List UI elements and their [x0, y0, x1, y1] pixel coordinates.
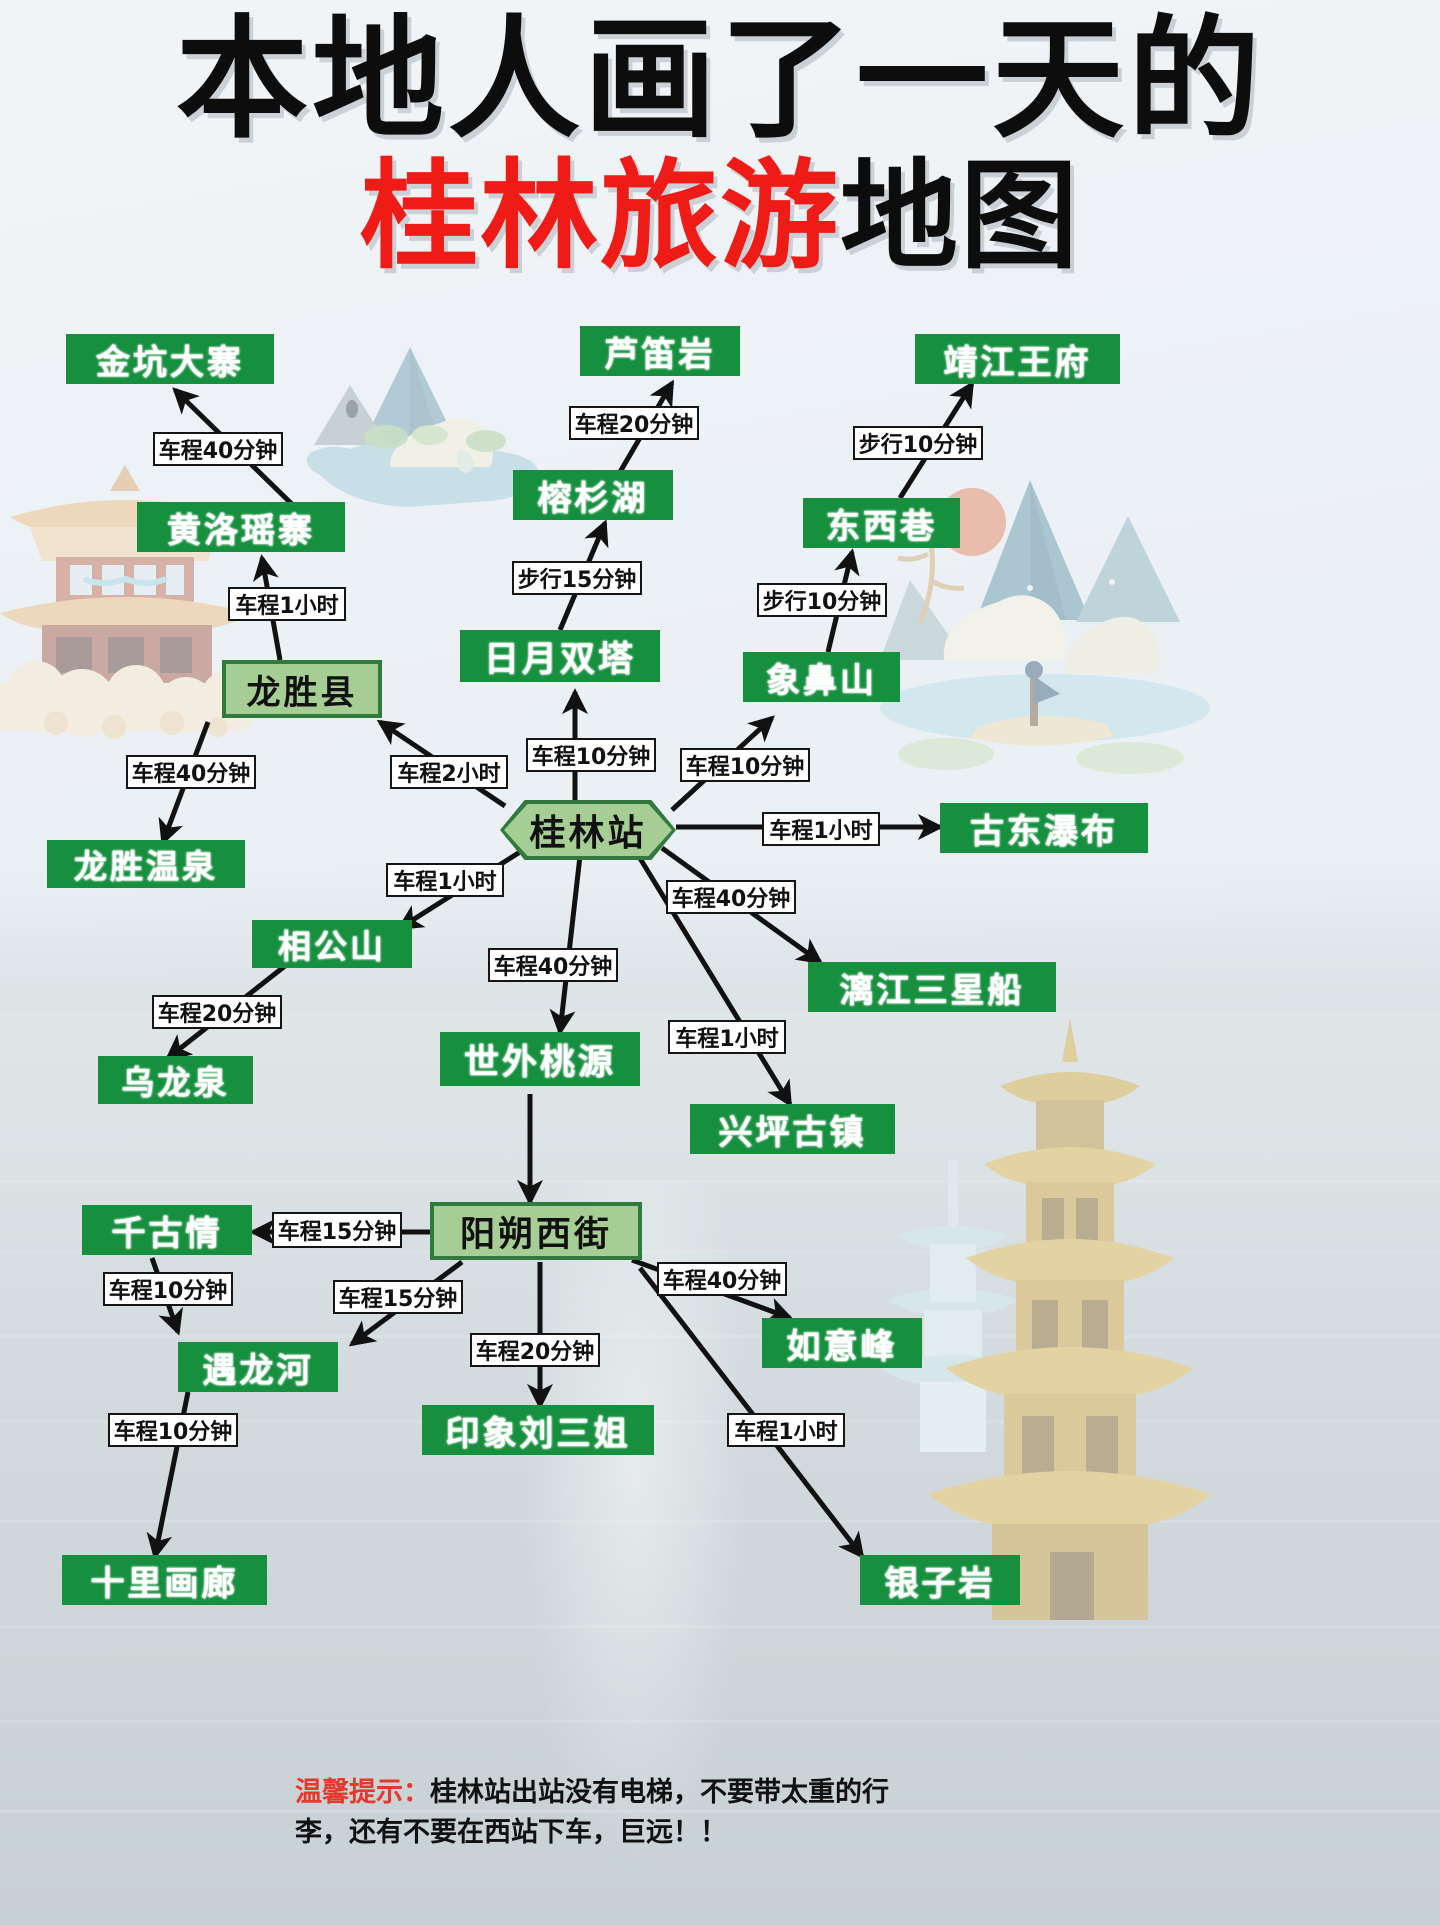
node-guilin-station-label: 桂林站 [529, 813, 647, 854]
edge-label-station-to-riyue: 车程10分钟 [526, 738, 656, 772]
node-yangshuo-west-street-label: 阳朔西街 [459, 1214, 612, 1255]
node-huangluo-yaozhai[interactable]: 黄洛瑶寨 [137, 502, 345, 552]
edge-label-riyue-to-rongshanhu: 步行15分钟 [512, 561, 642, 595]
node-yinziyan[interactable]: 银子岩 [860, 1555, 1020, 1605]
node-xiangbishan[interactable]: 象鼻山 [743, 652, 900, 702]
edge-label-station-to-xianggong: 车程1小时 [386, 863, 504, 897]
node-guilin-station[interactable]: 桂林站 [500, 800, 676, 860]
node-yulonghe[interactable]: 遇龙河 [178, 1342, 338, 1392]
edge-label-xianggong-to-wulong: 车程20分钟 [152, 995, 282, 1029]
node-wulongquan[interactable]: 乌龙泉 [98, 1056, 253, 1104]
warning-tip: 温馨提示：桂林站出站没有电梯，不要带太重的行李，还有不要在西站下车，巨远！！ [295, 1773, 935, 1853]
node-shiwaitaoyuan[interactable]: 世外桃源 [440, 1032, 640, 1086]
node-jingjiang-palace[interactable]: 靖江王府 [915, 334, 1120, 384]
node-jinkeng-dazhai[interactable]: 金坑大寨 [66, 334, 274, 384]
node-qianguqing[interactable]: 千古情 [82, 1205, 252, 1255]
node-ludiyan[interactable]: 芦笛岩 [580, 326, 740, 376]
edge-label-yangshuo-to-ruyifeng: 车程40分钟 [657, 1262, 787, 1296]
edge-label-yangshuo-to-qianguqing: 车程15分钟 [272, 1212, 402, 1248]
warning-tip-body: 桂林站出站没有电梯，不要带太重的行李，还有不要在西站下车，巨远！！ [295, 1777, 889, 1848]
title-line-1: 本地人画了一天的 [176, 3, 1264, 157]
edge-label-longsheng-to-hotspring: 车程40分钟 [126, 755, 256, 789]
edge-label-station-to-xingping: 车程1小时 [668, 1020, 786, 1054]
edge-label-yangshuo-to-yinziyan: 车程1小时 [727, 1413, 845, 1447]
node-longsheng-hot-spring[interactable]: 龙胜温泉 [47, 840, 245, 888]
edge-label-station-to-lijiang: 车程40分钟 [666, 880, 796, 914]
edge-label-yangshuo-to-yinxiang: 车程20分钟 [470, 1333, 600, 1367]
poster-title: 本地人画了一天的 桂林旅游地图 [0, 0, 1440, 276]
title-line-2-black: 地图 [840, 147, 1081, 285]
node-dongxixiang[interactable]: 东西巷 [803, 498, 960, 548]
node-longsheng-county[interactable]: 龙胜县 [222, 660, 382, 718]
edge-label-station-to-shiwai: 车程40分钟 [488, 948, 618, 982]
edge-label-huangluo-to-jinkeng: 车程40分钟 [153, 432, 283, 466]
edge-label-yulonghe-to-shili: 车程10分钟 [108, 1413, 238, 1447]
node-riyue-twin-towers[interactable]: 日月双塔 [460, 630, 660, 682]
node-xianggongshan[interactable]: 相公山 [252, 920, 412, 968]
node-gudong-waterfall[interactable]: 古东瀑布 [940, 803, 1148, 853]
edge-label-rongshanhu-to-ludiyan: 车程20分钟 [569, 406, 699, 440]
node-xingping-ancient-town[interactable]: 兴坪古镇 [690, 1104, 895, 1154]
edge-label-station-to-gudong: 车程1小时 [762, 812, 880, 846]
warning-tip-prefix: 温馨提示： [295, 1777, 430, 1808]
node-shili-gallery[interactable]: 十里画廊 [62, 1555, 267, 1605]
edge-label-yangshuo-to-yulonghe: 车程15分钟 [333, 1280, 463, 1314]
edge-label-station-to-xiangbishan: 车程10分钟 [680, 748, 810, 782]
edge-label-dongxixiang-to-jingjiang: 步行10分钟 [853, 426, 983, 460]
node-ruyifeng[interactable]: 如意峰 [762, 1318, 922, 1368]
edge-label-qianguqing-to-yulonghe: 车程10分钟 [103, 1272, 233, 1306]
edge-label-xiangbishan-to-dongxixiang: 步行10分钟 [757, 583, 887, 617]
edge-label-station-to-longsheng: 车程2小时 [390, 755, 508, 789]
node-rongshanhu[interactable]: 榕杉湖 [513, 470, 673, 520]
edge-label-longsheng-to-huangluo: 车程1小时 [228, 587, 346, 621]
title-line-2: 桂林旅游地图 [0, 156, 1440, 276]
title-line-2-red: 桂林旅游 [359, 147, 840, 285]
node-lijiang-sanxing-boat[interactable]: 漓江三星船 [808, 962, 1056, 1012]
node-longsheng-county-label: 龙胜县 [246, 672, 358, 713]
node-yinxiang-liusanjie[interactable]: 印象刘三姐 [422, 1405, 654, 1455]
node-yangshuo-west-street[interactable]: 阳朔西街 [430, 1202, 642, 1260]
